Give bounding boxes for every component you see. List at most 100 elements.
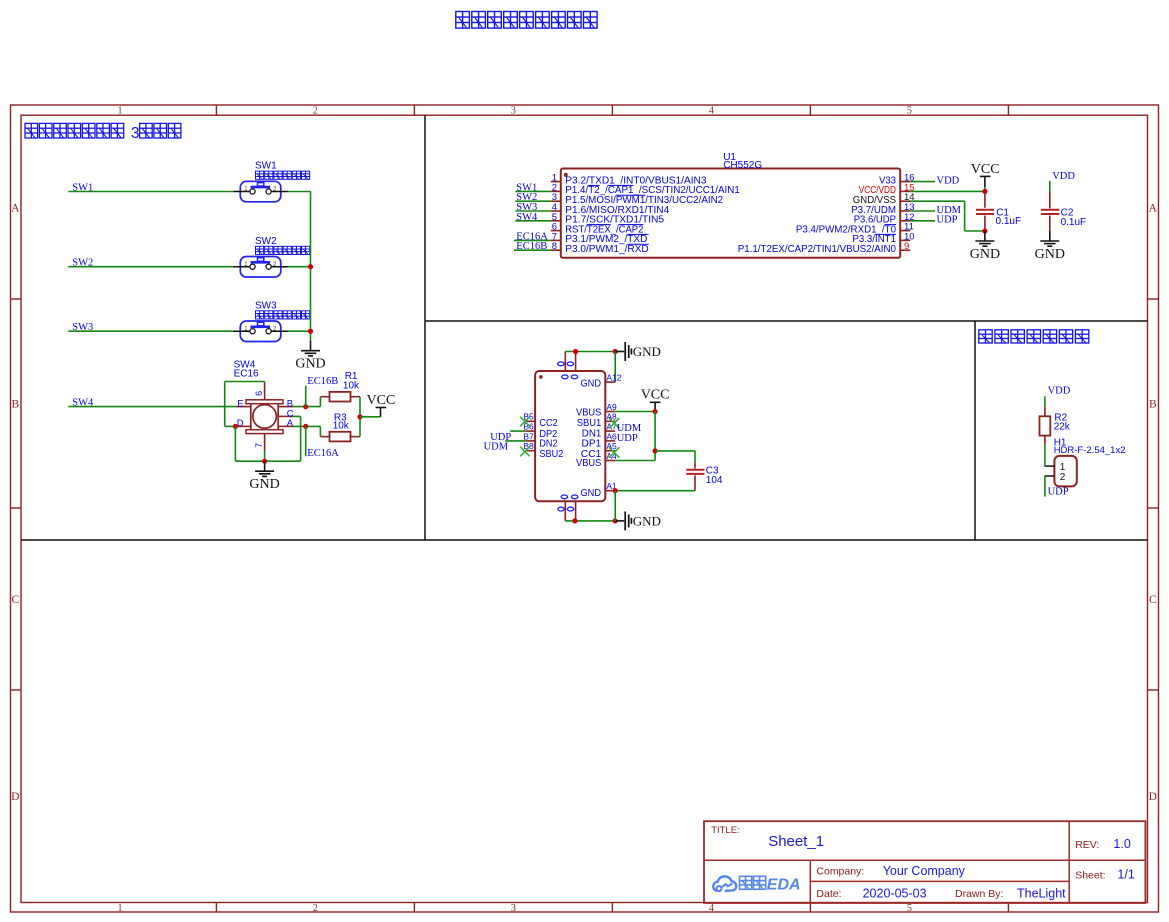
svg-text:A8: A8 [606, 412, 617, 422]
svg-text:10k: 10k [333, 421, 350, 432]
svg-text:HDR-F-2.54_1x2: HDR-F-2.54_1x2 [1054, 445, 1126, 456]
svg-text:1: 1 [1060, 462, 1066, 473]
svg-text:7: 7 [552, 231, 557, 242]
svg-text:1/1: 1/1 [1117, 867, 1134, 881]
svg-text:A: A [1149, 202, 1158, 214]
svg-text:B8: B8 [523, 441, 534, 451]
svg-text:2: 2 [273, 187, 277, 193]
svg-text:SW3: SW3 [255, 300, 277, 311]
svg-text:2: 2 [273, 262, 277, 268]
svg-text:B: B [1149, 399, 1157, 411]
svg-text:9: 9 [904, 241, 909, 252]
svg-text:Sheet_1: Sheet_1 [768, 833, 824, 850]
svg-text:10k: 10k [343, 380, 360, 391]
svg-text:C: C [1149, 594, 1157, 606]
svg-text:VCC: VCC [971, 162, 1000, 177]
svg-text:REV:: REV: [1075, 839, 1099, 851]
svg-text:15: 15 [904, 182, 915, 193]
svg-text:104: 104 [706, 475, 723, 486]
svg-text:TITLE:: TITLE: [711, 825, 740, 836]
svg-text:0.1uF: 0.1uF [996, 216, 1022, 227]
svg-text:2: 2 [273, 326, 277, 332]
svg-text:6: 6 [254, 391, 264, 396]
svg-text:VBUS: VBUS [576, 407, 602, 418]
svg-text:22k: 22k [1054, 422, 1071, 433]
svg-text:4: 4 [709, 903, 714, 914]
svg-text:VCC/VDD: VCC/VDD [859, 185, 896, 196]
svg-text:GND: GND [633, 514, 661, 529]
svg-text:SW2: SW2 [255, 236, 277, 247]
svg-text:Sheet:: Sheet: [1075, 869, 1105, 881]
svg-text:VDD: VDD [1048, 385, 1071, 396]
svg-text:UDP: UDP [937, 215, 958, 226]
svg-text:A9: A9 [606, 402, 617, 412]
svg-text:A1: A1 [606, 481, 617, 491]
svg-text:2: 2 [313, 903, 318, 914]
svg-text:UDM: UDM [937, 205, 962, 216]
svg-text:P1.6/MISO/RXD1/TIN4: P1.6/MISO/RXD1/TIN4 [565, 205, 669, 216]
svg-text:V33: V33 [879, 175, 896, 186]
svg-text:B: B [11, 399, 19, 411]
svg-text:A: A [287, 418, 294, 429]
svg-text:1: 1 [118, 903, 123, 914]
svg-text:P3.7/UDM: P3.7/UDM [851, 205, 896, 216]
svg-text:P3.1/PWM2_/TXD: P3.1/PWM2_/TXD [565, 234, 647, 245]
svg-text:R3: R3 [334, 413, 347, 424]
svg-text:P3.0/PWM1_/RXD: P3.0/PWM1_/RXD [565, 244, 648, 255]
svg-text:P3.4/PWM2/RXD1_/T0: P3.4/PWM2/RXD1_/T0 [796, 224, 897, 235]
svg-text:3: 3 [131, 125, 140, 142]
svg-text:1: 1 [244, 326, 248, 332]
svg-text:3: 3 [552, 192, 557, 203]
svg-text:A: A [11, 202, 20, 214]
svg-text:4: 4 [552, 202, 557, 213]
svg-text:12: 12 [904, 212, 915, 223]
svg-text:GND: GND [633, 344, 661, 359]
svg-text:1.0: 1.0 [1113, 837, 1130, 851]
svg-text:5: 5 [552, 212, 557, 223]
svg-text:SW4: SW4 [516, 212, 538, 223]
svg-text:EC16B: EC16B [516, 241, 547, 252]
svg-text:TheLight: TheLight [1017, 886, 1066, 900]
svg-text:R1: R1 [345, 371, 358, 382]
svg-text:SW4: SW4 [234, 360, 256, 371]
svg-text:0.1uF: 0.1uF [1061, 217, 1087, 228]
svg-text:2: 2 [313, 106, 318, 117]
svg-text:SW2: SW2 [72, 258, 93, 269]
svg-text:16: 16 [904, 173, 915, 184]
svg-text:UDP: UDP [617, 433, 638, 444]
svg-text:P3.2/TXD1_/INT0/VBUS1/AIN3: P3.2/TXD1_/INT0/VBUS1/AIN3 [565, 175, 707, 186]
svg-text:R2: R2 [1054, 413, 1067, 424]
svg-text:2: 2 [552, 182, 557, 193]
svg-text:11: 11 [904, 222, 914, 233]
svg-text:3: 3 [511, 106, 516, 117]
svg-text:SW1: SW1 [516, 182, 537, 193]
svg-text:EDA: EDA [767, 877, 801, 894]
svg-text:P3.3/INT1: P3.3/INT1 [852, 234, 896, 245]
svg-text:EC16A: EC16A [516, 231, 548, 242]
svg-text:Company:: Company: [816, 865, 864, 877]
svg-text:GND: GND [970, 247, 1000, 262]
svg-text:E: E [237, 398, 243, 409]
svg-text:6: 6 [552, 222, 557, 233]
svg-text:C: C [287, 409, 294, 420]
svg-text:CC1: CC1 [581, 449, 602, 460]
svg-text:U1: U1 [723, 152, 736, 163]
svg-text:P3.6/UDP: P3.6/UDP [854, 215, 897, 226]
svg-text:UDP: UDP [490, 432, 511, 443]
svg-text:5: 5 [907, 106, 912, 117]
svg-text:B7: B7 [523, 431, 534, 441]
svg-text:2020-05-03: 2020-05-03 [863, 886, 927, 900]
svg-text:8: 8 [552, 241, 557, 252]
svg-text:CH552G: CH552G [723, 160, 762, 171]
svg-text:P1.7/SCK/TXD1/TIN5: P1.7/SCK/TXD1/TIN5 [565, 215, 664, 226]
svg-text:SW2: SW2 [516, 192, 537, 203]
svg-text:GND: GND [1035, 247, 1065, 262]
svg-text:2: 2 [1060, 472, 1066, 483]
svg-text:A12: A12 [606, 373, 621, 383]
svg-text:SW1: SW1 [72, 183, 93, 194]
svg-text:GND: GND [249, 477, 279, 492]
svg-text:DP1: DP1 [582, 439, 602, 450]
svg-text:GND: GND [581, 488, 602, 499]
svg-text:10: 10 [904, 231, 915, 242]
svg-text:EC16: EC16 [234, 369, 259, 380]
